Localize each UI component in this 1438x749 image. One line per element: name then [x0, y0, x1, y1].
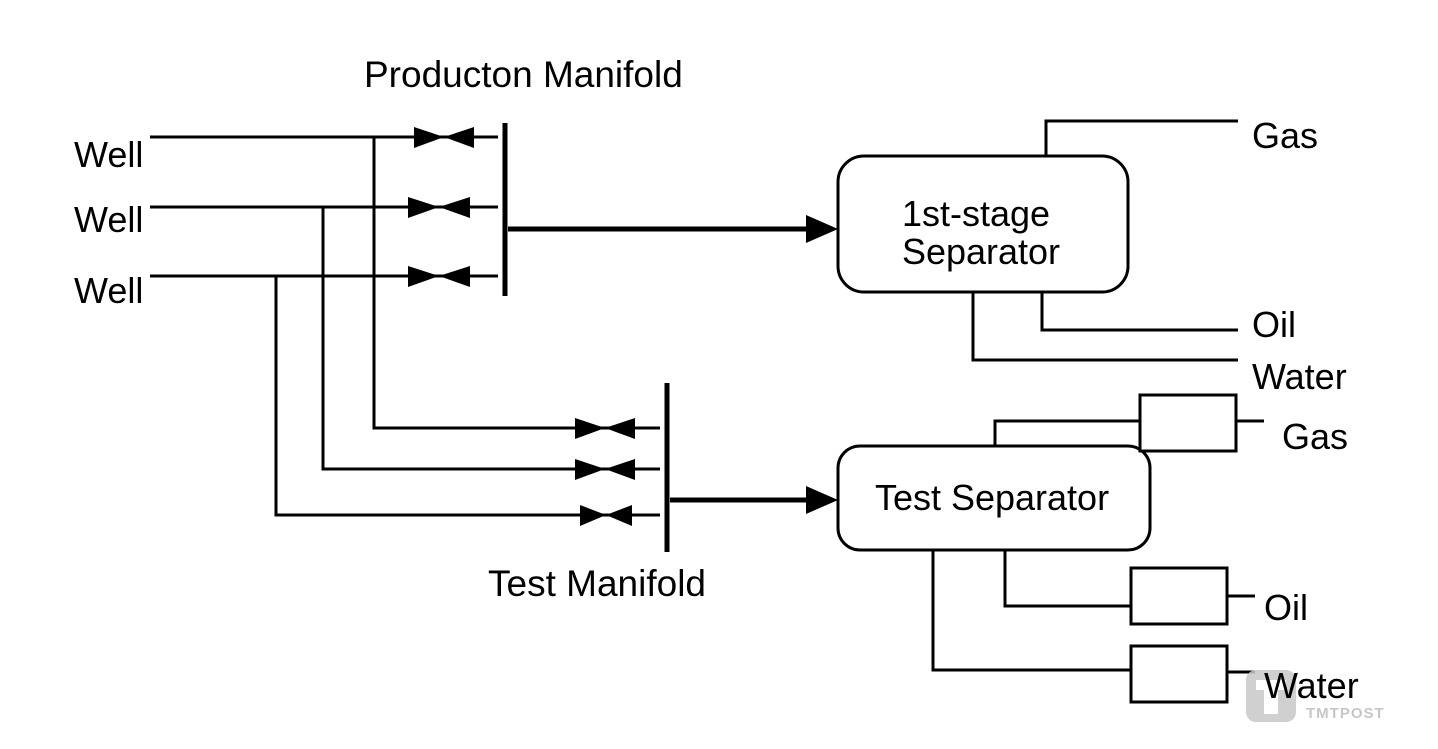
test-water-label: Water	[1264, 665, 1359, 706]
well-label-3: Well	[74, 270, 143, 311]
test-gas-label: Gas	[1282, 416, 1348, 457]
test-flow-arrowhead	[806, 486, 838, 514]
production-valve-3-left	[408, 266, 439, 287]
test-oil-label: Oil	[1264, 587, 1308, 628]
branch-line-1	[372, 137, 660, 430]
production-valve-2-right	[439, 197, 470, 218]
first-stage-gas-line	[1044, 119, 1238, 156]
test-oil-meter	[1129, 566, 1229, 626]
production-valve-1-right	[444, 127, 474, 148]
watermark-logo-top	[1256, 680, 1286, 690]
first-stage-oil-line	[1040, 292, 1238, 332]
branch-line-3	[274, 276, 660, 517]
watermark-logo-stem	[1264, 684, 1278, 714]
test-oil-line	[1003, 550, 1131, 608]
production-manifold-title: Producton Manifold	[364, 54, 683, 95]
test-water-line	[931, 550, 1131, 672]
test-valve-3-left	[580, 505, 606, 526]
well-label-1: Well	[74, 134, 143, 175]
test-manifold-title: Test Manifold	[488, 563, 706, 604]
production-valve-2-left	[408, 197, 439, 218]
first-stage-water-line	[971, 292, 1238, 362]
test-valve-3-right	[606, 505, 632, 526]
watermark-text: TMTPOST	[1306, 705, 1385, 722]
first-stage-separator-box	[836, 154, 1130, 294]
well-label-2: Well	[74, 199, 143, 240]
test-valve-1-left	[575, 418, 605, 439]
watermark: TMTPOST	[1246, 670, 1385, 722]
production-valve-1-left	[414, 127, 444, 148]
test-valve-1-right	[605, 418, 635, 439]
production-valve-3-right	[439, 266, 470, 287]
branch-line-2	[321, 207, 660, 471]
test-gas-line	[993, 419, 1140, 446]
test-valve-2-left	[575, 459, 605, 480]
test-valve-2-right	[605, 459, 635, 480]
production-flow-arrowhead	[806, 215, 838, 243]
first-stage-oil-label: Oil	[1252, 304, 1296, 345]
first-stage-separator-line1: 1st-stage	[902, 193, 1050, 234]
test-water-meter	[1129, 644, 1229, 704]
test-separator-title: Test Separator	[875, 477, 1109, 518]
first-stage-separator-line2: Separator	[902, 231, 1060, 272]
first-stage-water-label: Water	[1252, 356, 1347, 397]
test-gas-meter	[1138, 393, 1238, 453]
first-stage-gas-label: Gas	[1252, 115, 1318, 156]
